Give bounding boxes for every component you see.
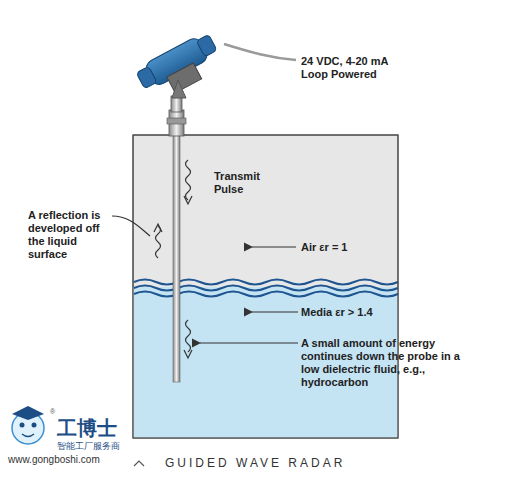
energy-note: A small amount of energy continues down … <box>301 337 469 389</box>
power-label: 24 VDC, 4-20 mA Loop Powered <box>301 55 413 81</box>
air-label: Air εr = 1 <box>301 241 391 254</box>
figure-caption: GUIDED WAVE RADAR <box>165 456 405 470</box>
watermark-url: www.gongboshi.com <box>8 454 118 466</box>
registered-mark: ® <box>50 405 62 418</box>
pulse-label: Transmit Pulse <box>214 170 272 196</box>
watermark-brand: 工博士 <box>57 417 137 439</box>
reflection-note: A reflection is developed off the liquid… <box>28 209 114 261</box>
watermark-slogan: 智能工厂服务商 <box>57 441 147 452</box>
media-label: Media εr > 1.4 <box>301 306 396 319</box>
